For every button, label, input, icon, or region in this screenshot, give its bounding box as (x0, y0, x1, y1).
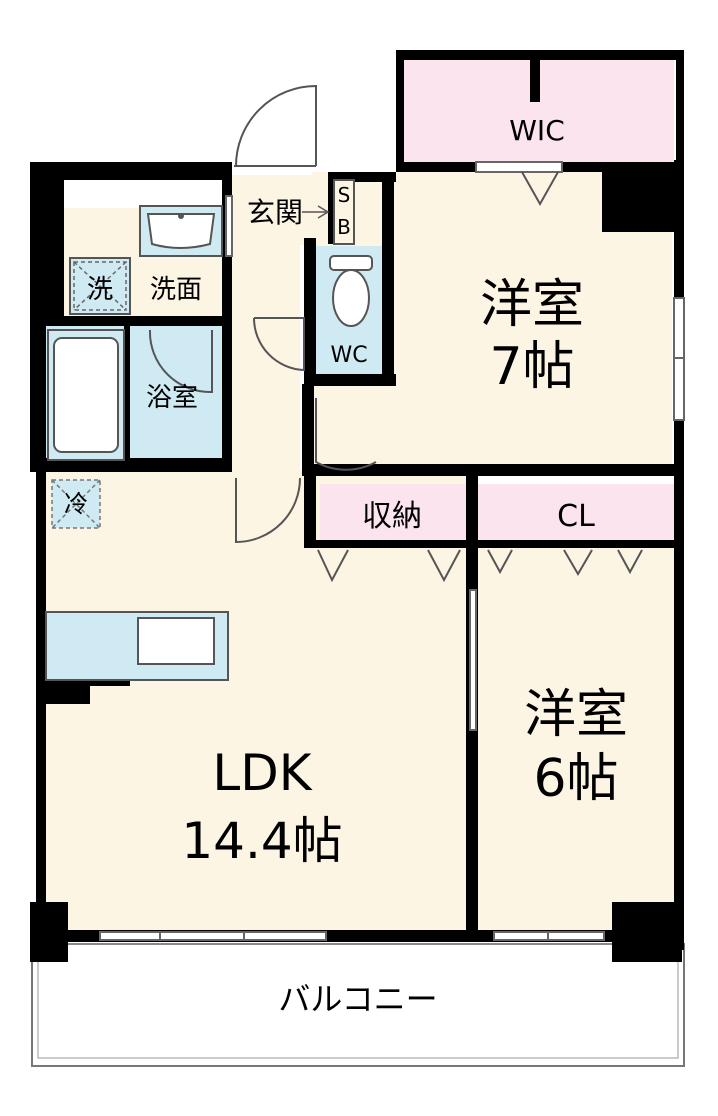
label-yokushitsu: 浴室 (146, 383, 198, 413)
shoe-box (333, 179, 355, 245)
label-cl: CL (557, 499, 595, 534)
label-sb-b: B (337, 215, 351, 239)
label-western6-size: 6帖 (533, 749, 618, 809)
label-ldk-name: LDK (212, 744, 312, 802)
label-western6-name: 洋室 (524, 685, 628, 745)
label-rei-icon: 冷 (64, 490, 88, 518)
label-shuno: 収納 (362, 499, 422, 534)
room-fills (46, 60, 674, 932)
label-western7-name: 洋室 (480, 275, 584, 335)
doors (148, 84, 643, 583)
label-balcony: バルコニー (278, 980, 437, 1018)
shuno-floor (320, 484, 468, 544)
label-senmen: 洗面 (150, 275, 202, 305)
fixtures (45, 179, 373, 681)
western6-floor (478, 548, 674, 932)
label-ldk-size: 14.4帖 (181, 812, 342, 870)
cl-floor (478, 484, 674, 544)
label-wic: WIC (509, 114, 565, 147)
ldk-floor (46, 232, 470, 932)
label-sen-icon: 洗 (87, 275, 113, 305)
windows (99, 161, 685, 941)
balcony-area (31, 943, 685, 1067)
label-sb-s: S (338, 183, 351, 207)
western7-floor (312, 172, 672, 470)
labels: WIC 玄関 S B 洗 洗面 浴室 WC 洋室 7帖 冷 収納 CL LDK … (64, 114, 628, 1018)
label-western7-size: 7帖 (489, 337, 574, 397)
toilet (329, 255, 373, 271)
label-genkan: 玄関 (247, 196, 303, 229)
label-wc: WC (330, 343, 367, 368)
